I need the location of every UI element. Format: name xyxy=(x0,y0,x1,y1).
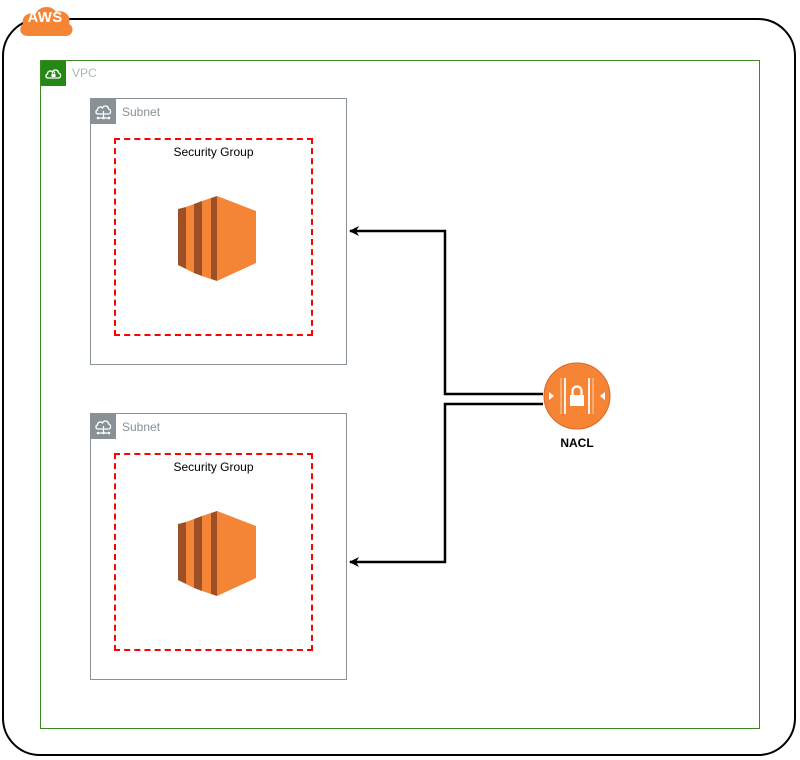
aws-cloud-icon xyxy=(20,6,73,36)
security-group-label: Security Group xyxy=(173,145,254,159)
security-group-2: Security Group xyxy=(114,453,313,651)
vpc-lock-cloud-icon xyxy=(41,61,66,86)
nacl-label: NACL xyxy=(560,436,594,450)
subnet-label: Subnet xyxy=(122,420,161,434)
security-group-1: Security Group xyxy=(114,138,313,336)
vpc-label: VPC xyxy=(72,66,97,80)
security-group-label: Security Group xyxy=(173,460,254,474)
ec2-instance-icon xyxy=(178,511,256,596)
aws-label: AWS xyxy=(27,9,63,26)
connector-nacl-to-subnet-1 xyxy=(349,226,543,396)
subnet-cloud-icon xyxy=(91,99,116,124)
aws-cloud-badge: AWS xyxy=(18,2,76,38)
nacl-lock-icon xyxy=(543,362,611,430)
ec2-instance-icon xyxy=(178,196,256,281)
subnet-label: Subnet xyxy=(122,105,161,119)
connector-nacl-to-subnet-2 xyxy=(349,402,543,567)
subnet-cloud-icon xyxy=(91,414,116,439)
